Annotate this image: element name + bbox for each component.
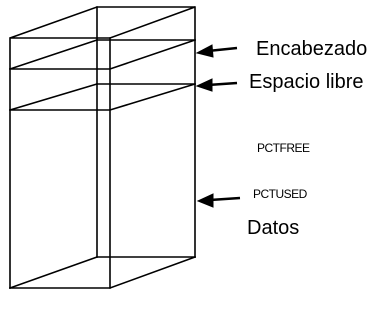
arrow-pctused [196,193,241,208]
label-encabezado: Encabezado [256,38,367,60]
label-pctfree: PCTFREE [257,141,310,155]
label-espacio-libre: Espacio libre [249,71,364,93]
bottom-back-left-edge [8,255,99,290]
arrow-encabezado [195,44,238,58]
header-band-back-edge [8,38,99,71]
block-bottom-face [9,255,197,289]
label-pctused: PCTUSED [253,187,308,201]
arrow-espacio-libre [195,78,238,92]
block-top-face [9,6,196,39]
block-prism [8,6,197,290]
free-space-band-back-edge [9,83,98,111]
free-space-band-edge [9,83,196,111]
label-datos: Datos [247,217,299,239]
header-band-edge [9,38,197,70]
